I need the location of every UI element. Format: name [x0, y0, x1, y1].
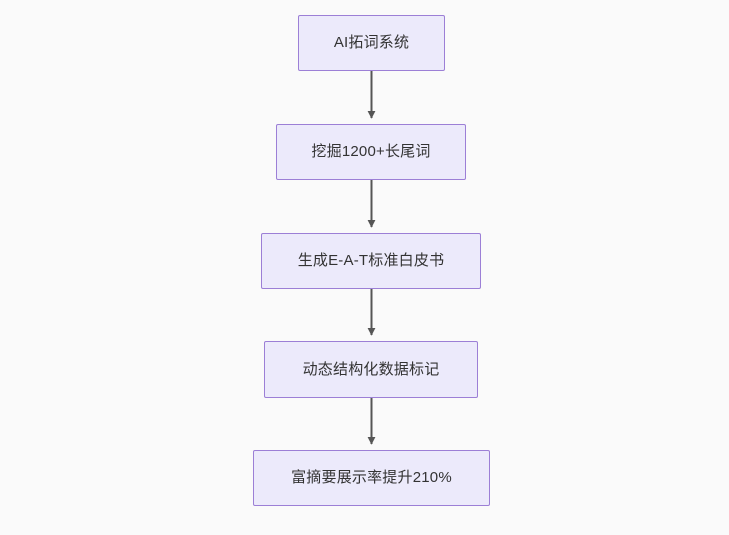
- node-label: 动态结构化数据标记: [302, 360, 440, 378]
- node-label: AI拓词系统: [333, 34, 410, 51]
- flowchart-node-generate-eat-whitepaper[interactable]: 生成E-A-T标准白皮书: [261, 233, 481, 289]
- flowchart-node-rich-snippet-rate-increase[interactable]: 富摘要展示率提升210%: [253, 450, 490, 506]
- flowchart-node-ai-keyword-system[interactable]: AI拓词系统: [298, 15, 445, 71]
- node-label: 挖掘1200+长尾词: [311, 143, 431, 160]
- node-label: 富摘要展示率提升210%: [291, 469, 452, 486]
- flowchart-node-mine-longtail-keywords[interactable]: 挖掘1200+长尾词: [276, 124, 466, 180]
- flowchart-node-dynamic-structured-data-markup[interactable]: 动态结构化数据标记: [264, 341, 478, 398]
- node-label: 生成E-A-T标准白皮书: [297, 252, 445, 269]
